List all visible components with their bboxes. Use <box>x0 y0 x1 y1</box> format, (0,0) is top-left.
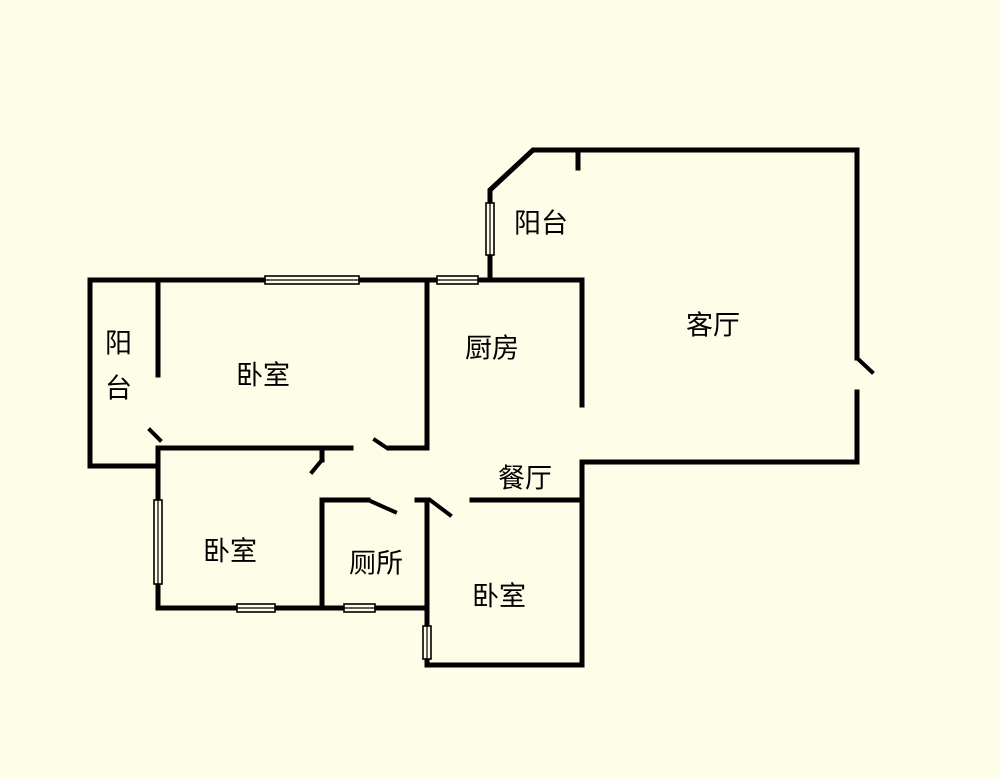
label-toilet: 厕所 <box>349 549 403 580</box>
window-kitchen <box>436 275 479 285</box>
window-left-bedroom-south <box>236 603 276 613</box>
door-left-bedroom <box>309 457 325 475</box>
living-room-east-wall-lower <box>424 389 860 668</box>
label-bedroom-top: 卧室 <box>236 361 290 392</box>
north-wall-bedroom-kitchen <box>87 277 585 408</box>
label-kitchen: 厨房 <box>465 334 519 365</box>
walls <box>87 147 860 668</box>
label-dining-room: 餐厅 <box>498 464 552 495</box>
left-bedroom-wall <box>155 445 325 611</box>
window-balcony <box>485 202 495 256</box>
label-balcony-top: 阳台 <box>514 209 568 240</box>
label-balcony-left-1: 阳 <box>105 329 132 360</box>
door-toilet <box>365 497 398 515</box>
label-living-room: 客厅 <box>686 311 740 342</box>
window-bottom-bedroom <box>422 625 432 660</box>
left-balcony-wall <box>87 277 161 469</box>
outer-wall-upper-right <box>487 147 860 361</box>
doors <box>147 355 875 518</box>
label-balcony-left-2: 台 <box>105 374 132 405</box>
window-toilet <box>343 603 376 613</box>
door-left-balcony <box>147 427 163 443</box>
toilet-west-wall <box>319 497 371 611</box>
window-top-bedroom <box>264 275 360 285</box>
toilet-bedroom-divider <box>414 497 430 613</box>
label-bedroom-left: 卧室 <box>203 537 257 568</box>
label-bedroom-bottom: 卧室 <box>472 582 526 613</box>
room-labels: 阳台 客厅 厨房 阳 台 卧室 餐厅 卧室 厕所 卧室 <box>105 209 740 613</box>
door-top-bedroom <box>372 437 390 451</box>
top-bedroom-south-wall-b <box>387 277 430 451</box>
window-left-bedroom-west <box>153 499 163 585</box>
windows <box>153 202 495 660</box>
door-bottom-bedroom <box>427 497 453 518</box>
door-living-room-entry <box>854 355 875 375</box>
